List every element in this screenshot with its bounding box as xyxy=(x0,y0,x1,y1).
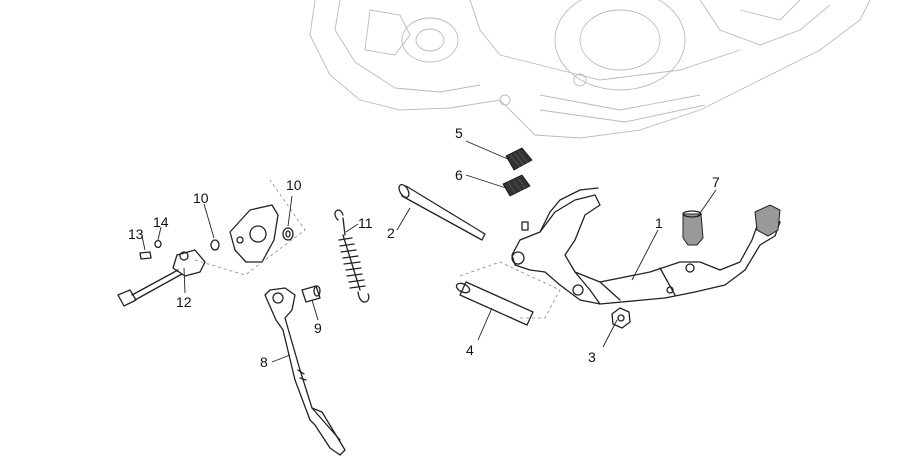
center-stand xyxy=(511,187,781,305)
small-washer xyxy=(154,239,162,249)
callout-4: 4 xyxy=(466,342,474,358)
spacer-tube xyxy=(455,281,534,326)
pivot-bolt xyxy=(398,183,486,241)
callout-labels: 1 2 3 4 5 6 7 8 9 10 10 11 12 13 14 xyxy=(128,125,720,370)
bracket-plate xyxy=(229,204,279,263)
tension-spring xyxy=(334,209,370,303)
callout-1: 1 xyxy=(655,215,663,231)
washer xyxy=(210,227,294,251)
callout-3: 3 xyxy=(588,349,596,365)
callout-12: 12 xyxy=(176,294,192,310)
spring-5 xyxy=(505,147,533,171)
callout-14: 14 xyxy=(153,214,169,230)
callout-5: 5 xyxy=(455,125,463,141)
pin xyxy=(301,285,321,303)
callout-10-left: 10 xyxy=(193,190,209,206)
leader-lines xyxy=(141,140,717,363)
spring-6 xyxy=(502,174,531,197)
callout-6: 6 xyxy=(455,167,463,183)
screw xyxy=(139,251,152,260)
rubber-pad xyxy=(682,210,704,246)
stand-switch xyxy=(117,249,206,307)
callout-13: 13 xyxy=(128,226,144,242)
nut xyxy=(611,307,631,329)
engine-assembly xyxy=(309,0,871,139)
callout-9: 9 xyxy=(314,320,322,336)
callout-10-right: 10 xyxy=(286,177,302,193)
callout-11: 11 xyxy=(358,215,373,231)
callout-8: 8 xyxy=(260,354,268,370)
side-stand xyxy=(264,287,346,456)
callout-2: 2 xyxy=(387,225,395,241)
callout-7: 7 xyxy=(712,174,720,190)
